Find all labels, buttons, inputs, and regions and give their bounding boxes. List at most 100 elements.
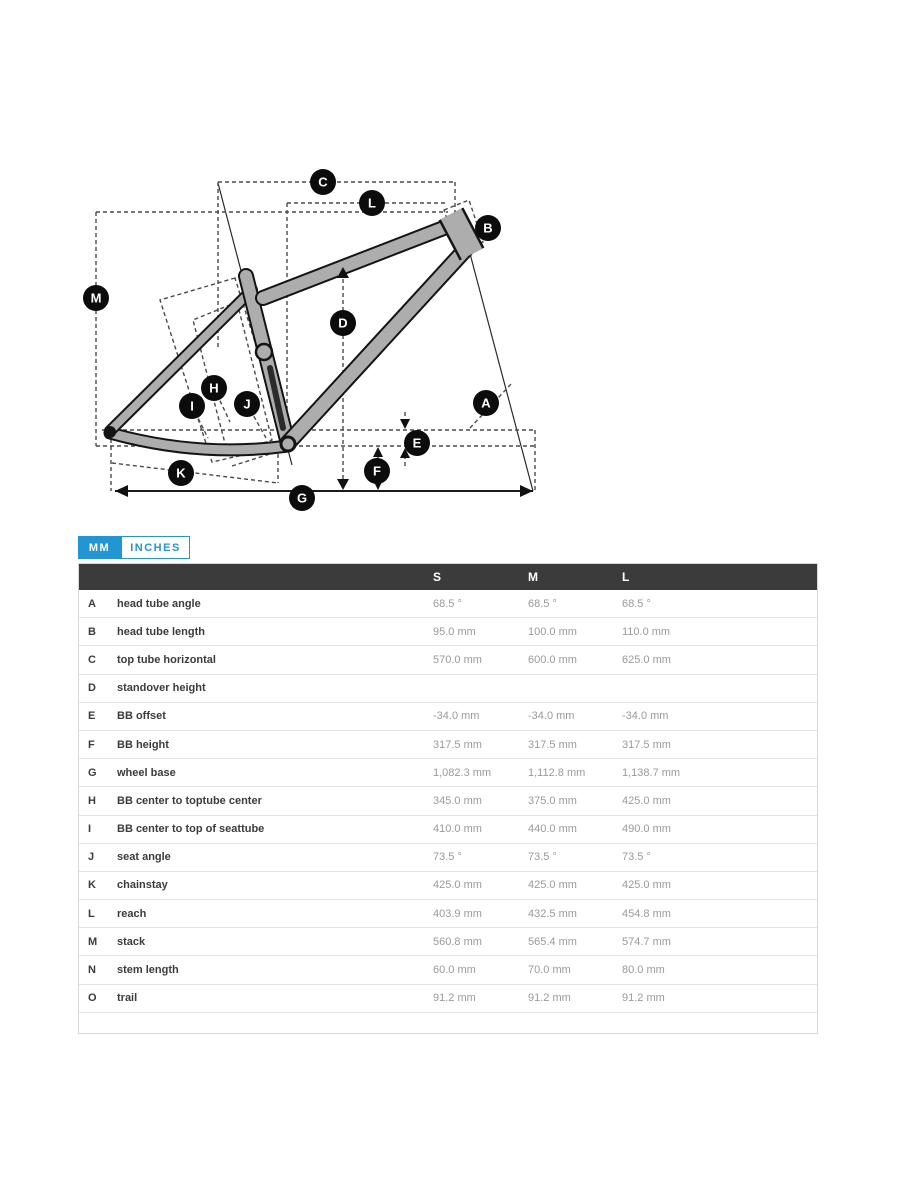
cell-letter: L xyxy=(88,907,95,920)
label-C: C xyxy=(310,169,336,195)
guide-H-leader xyxy=(213,387,231,423)
chainstay-tube xyxy=(105,428,293,455)
cell-name: head tube length xyxy=(117,625,205,638)
cell-l: 73.5 ° xyxy=(622,851,651,864)
cell-letter: N xyxy=(88,964,96,977)
svg-text:E: E xyxy=(413,436,422,451)
cell-m: 600.0 mm xyxy=(528,653,577,666)
label-L: L xyxy=(359,190,385,216)
tab-inches[interactable]: INCHES xyxy=(121,536,190,559)
guide-I-rect xyxy=(159,277,288,463)
header-size-l: L xyxy=(622,570,630,584)
cell-m: 432.5 mm xyxy=(528,907,577,920)
table-row: H BB center to toptube center 345.0 mm 375.… xyxy=(79,787,817,816)
cell-letter: K xyxy=(88,879,96,892)
arrow-F-up xyxy=(373,447,383,457)
cell-name: stem length xyxy=(117,964,179,977)
cell-s: 60.0 mm xyxy=(433,964,476,977)
cell-l: 625.0 mm xyxy=(622,653,671,666)
cell-name: BB center to toptube center xyxy=(117,794,262,807)
label-H: H xyxy=(201,375,227,401)
cell-m: 375.0 mm xyxy=(528,794,577,807)
cell-m: 68.5 ° xyxy=(528,597,557,610)
cell-l: 425.0 mm xyxy=(622,879,671,892)
cell-m: 1,112.8 mm xyxy=(528,766,586,779)
label-G: G xyxy=(289,485,315,511)
dimension-labels: C L B M D H I J A E F K G xyxy=(83,169,501,511)
svg-text:L: L xyxy=(368,196,376,211)
rocker-link xyxy=(254,342,274,362)
cell-l: 574.7 mm xyxy=(622,935,671,948)
headtube-tube xyxy=(440,208,483,260)
cell-l: 68.5 ° xyxy=(622,597,651,610)
label-K: K xyxy=(168,460,194,486)
svg-text:D: D xyxy=(338,316,347,331)
guide-H-rect xyxy=(192,301,273,456)
cell-letter: H xyxy=(88,794,96,807)
cell-s: 95.0 mm xyxy=(433,625,476,638)
header-size-s: S xyxy=(433,570,442,584)
cell-letter: G xyxy=(88,766,97,779)
cell-m: 100.0 mm xyxy=(528,625,577,638)
cell-letter: D xyxy=(88,682,96,695)
cell-letter: E xyxy=(88,710,96,723)
cell-s: 68.5 ° xyxy=(433,597,462,610)
cell-s: 403.9 mm xyxy=(433,907,482,920)
svg-text:K: K xyxy=(176,466,186,481)
label-J: J xyxy=(234,391,260,417)
cell-letter: F xyxy=(88,738,95,751)
cell-m: 440.0 mm xyxy=(528,823,577,836)
cell-letter: M xyxy=(88,935,98,948)
guide-K-slant xyxy=(111,462,279,484)
svg-text:F: F xyxy=(373,464,381,479)
cell-s: 570.0 mm xyxy=(433,653,482,666)
arrow-G-right xyxy=(520,485,533,497)
rear-shock xyxy=(267,365,286,431)
cell-s: 91.2 mm xyxy=(433,992,476,1005)
table-row: I BB center to top of seattube 410.0 mm 440… xyxy=(79,816,817,844)
label-M: M xyxy=(83,285,109,311)
downtube-tube xyxy=(281,243,472,450)
cell-name: head tube angle xyxy=(117,597,201,610)
cell-s: 345.0 mm xyxy=(433,794,482,807)
toptube-tube xyxy=(257,218,460,304)
cell-m: 425.0 mm xyxy=(528,879,577,892)
guide-I-leader xyxy=(191,405,209,439)
cell-s: 73.5 ° xyxy=(433,851,462,864)
cell-s: -34.0 mm xyxy=(433,710,480,723)
cell-s: 317.5 mm xyxy=(433,738,482,751)
svg-text:I: I xyxy=(190,399,194,414)
cell-letter: A xyxy=(88,597,96,610)
head-tube-axis-line xyxy=(459,215,534,492)
label-E: E xyxy=(404,430,430,456)
cell-s: 425.0 mm xyxy=(433,879,482,892)
cell-name: stack xyxy=(117,935,146,948)
cell-letter: I xyxy=(88,823,92,836)
label-B: B xyxy=(475,215,501,241)
cell-s: 1,082.3 mm xyxy=(433,766,492,779)
cell-s: 560.8 mm xyxy=(433,935,482,948)
cell-name: BB center to top of seattube xyxy=(117,823,265,836)
cell-s: 410.0 mm xyxy=(433,823,482,836)
label-A: A xyxy=(473,390,499,416)
cell-m: 70.0 mm xyxy=(528,964,571,977)
cell-name: BB offset xyxy=(117,710,166,723)
cell-l: 1,138.7 mm xyxy=(622,766,681,779)
label-I: I xyxy=(179,393,205,419)
arrow-D-bottom xyxy=(337,479,349,490)
table-header: S M L xyxy=(79,564,817,590)
cell-name: top tube horizontal xyxy=(117,653,216,666)
cell-l: 425.0 mm xyxy=(622,794,671,807)
tab-mm[interactable]: MM xyxy=(78,536,121,559)
geometry-diagram: C L B M D H I J A E F K G xyxy=(80,150,550,520)
